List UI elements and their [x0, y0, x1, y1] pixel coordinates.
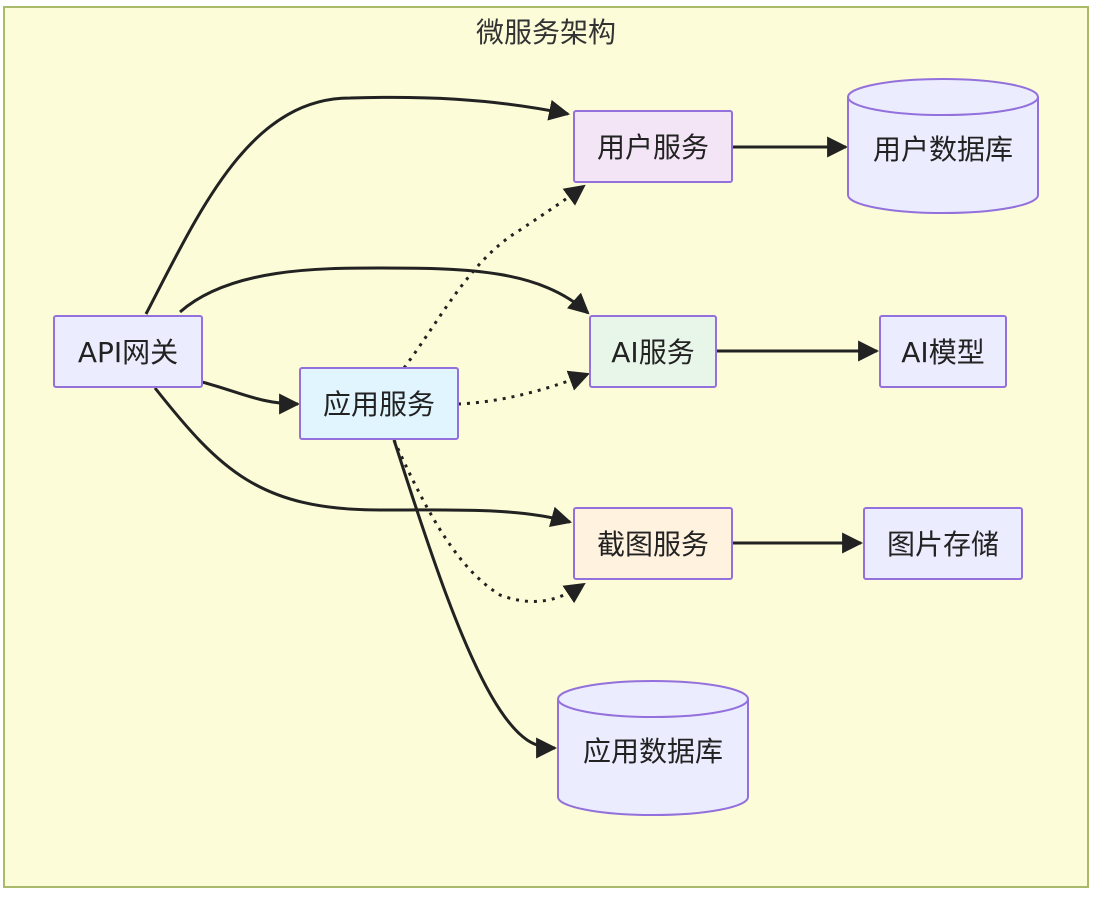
node-app-db[interactable]: 应用数据库 — [557, 680, 749, 816]
node-user-db-label: 用户数据库 — [873, 133, 1013, 166]
node-api-gateway-label: API网关 — [78, 336, 178, 369]
node-ai-service-label: AI服务 — [611, 336, 694, 369]
node-screenshot-service-label: 截图服务 — [597, 528, 709, 561]
node-app-db-label: 应用数据库 — [583, 735, 723, 768]
node-app-service[interactable]: 应用服务 — [299, 367, 459, 440]
node-screenshot-service[interactable]: 截图服务 — [573, 507, 733, 580]
node-app-service-label: 应用服务 — [323, 388, 435, 421]
subgraph-title: 微服务架构 — [476, 16, 616, 49]
node-image-storage-label: 图片存储 — [887, 528, 999, 561]
node-image-storage[interactable]: 图片存储 — [863, 507, 1023, 580]
edge-app-ai-service-dotted — [457, 370, 590, 406]
edges — [144, 95, 880, 759]
edge-app-app-db — [392, 439, 558, 759]
node-ai-service[interactable]: AI服务 — [589, 315, 717, 388]
node-user-db[interactable]: 用户数据库 — [847, 78, 1039, 214]
node-user-service-label: 用户服务 — [597, 131, 709, 164]
edge-gateway-screenshot-service — [153, 387, 573, 528]
node-ai-model[interactable]: AI模型 — [879, 315, 1007, 388]
node-user-service[interactable]: 用户服务 — [573, 110, 733, 183]
edge-gateway-user-service — [144, 95, 571, 315]
node-api-gateway[interactable]: API网关 — [53, 315, 203, 388]
edge-gateway-app-service — [201, 380, 301, 415]
edge-gateway-ai-service — [179, 266, 590, 315]
edge-app-user-service-dotted — [402, 184, 586, 369]
node-ai-model-label: AI模型 — [901, 336, 984, 369]
